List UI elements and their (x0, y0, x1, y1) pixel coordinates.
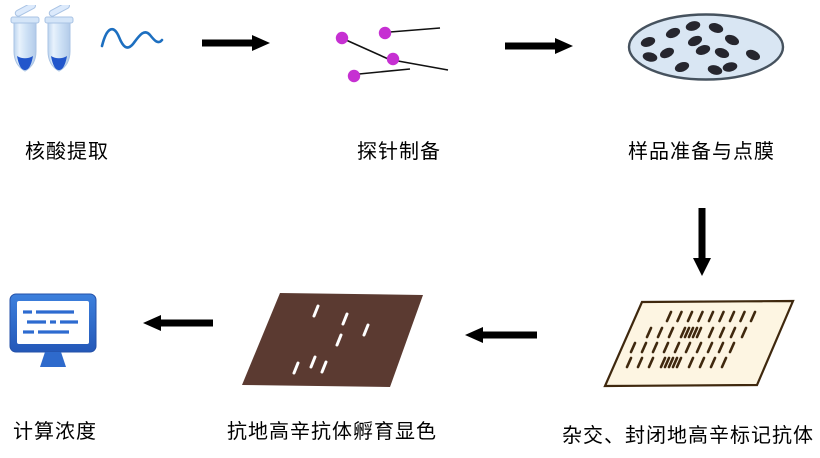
computer-monitor-icon (8, 292, 100, 372)
labeled-probes-icon (325, 18, 460, 83)
spotted-dish-icon (625, 12, 787, 84)
step-label-probe-prep: 探针制备 (357, 141, 441, 163)
microcentrifuge-tubes-icon (10, 2, 100, 85)
step-label-calculate: 计算浓度 (13, 421, 97, 443)
arrow-left-icon (465, 327, 537, 343)
arrow-left-icon (143, 315, 213, 331)
step-label-extraction: 核酸提取 (25, 141, 109, 163)
developed-membrane-icon (235, 288, 430, 392)
step-label-develop: 抗地高辛抗体孵育显色 (227, 421, 437, 443)
dna-wave-icon (100, 20, 164, 60)
blot-membrane-icon (595, 295, 800, 392)
arrow-right-icon (202, 35, 270, 51)
arrow-right-icon (505, 38, 573, 54)
step-label-sample-spotting: 样品准备与点膜 (628, 141, 775, 163)
arrow-down-icon (691, 208, 713, 276)
step-label-hybridize: 杂交、封闭地高辛标记抗体 (562, 425, 814, 447)
